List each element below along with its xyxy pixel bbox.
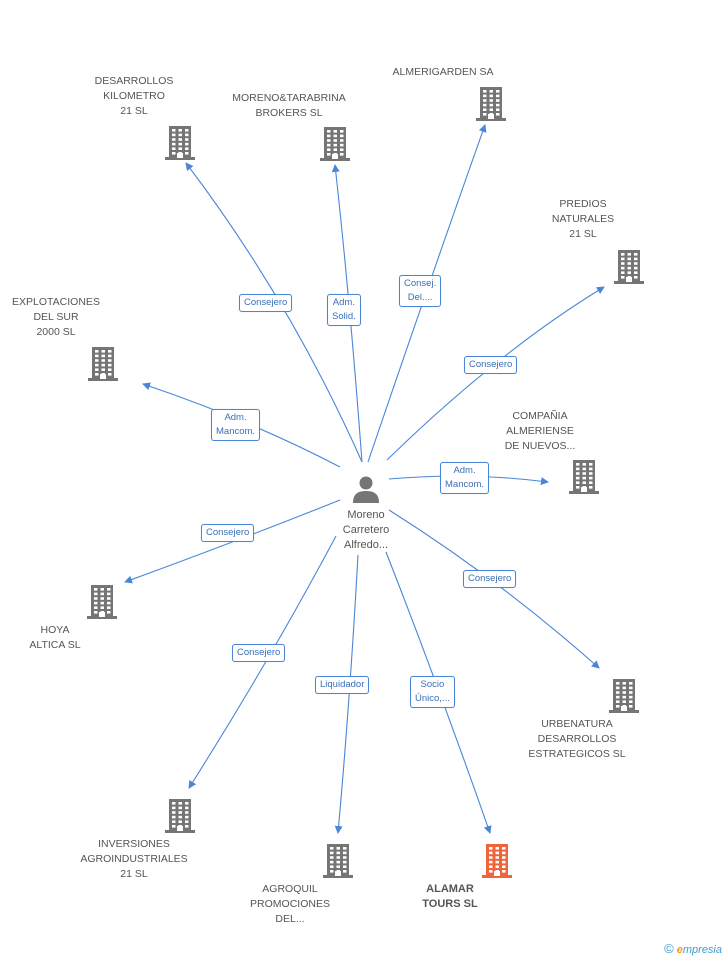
company-label-hoya-altica[interactable]: HOYA ALTICA SL xyxy=(29,624,81,651)
company-label-agroquil[interactable]: AGROQUIL PROMOCIONES DEL... xyxy=(250,883,330,925)
edge-inversiones-agroindustriales xyxy=(188,535,337,789)
empresia-brand: ©empresia xyxy=(664,941,722,956)
relation-label-hoya-altica[interactable]: Consejero xyxy=(201,524,255,542)
building-icon[interactable] xyxy=(87,584,117,625)
company-label-predios-naturales[interactable]: PREDIOS NATURALES 21 SL xyxy=(551,198,615,240)
copyright-icon: © xyxy=(664,941,674,956)
relation-label-desarrollos-kilometro[interactable]: Consejero xyxy=(239,294,293,312)
company-label-alamar-tours[interactable]: ALAMAR TOURS SL xyxy=(422,883,478,910)
brand-name: mpresia xyxy=(682,944,722,956)
brand-initial: e xyxy=(676,944,683,956)
company-label-inversiones-agroindustriales[interactable]: INVERSIONES AGROINDUSTRIALES 21 SL xyxy=(80,838,188,880)
company-label-almerigarden[interactable]: ALMERIGARDEN SA xyxy=(392,66,494,78)
building-icon[interactable] xyxy=(614,249,644,290)
company-label-urbenatura[interactable]: URBENATURA DESARROLLOS ESTRATEGICOS SL xyxy=(528,718,626,760)
edge-agroquil xyxy=(334,554,359,834)
relation-label-agroquil[interactable]: Liquidador xyxy=(315,676,370,694)
relation-label-alamar-tours[interactable]: Socio Único,... xyxy=(410,676,455,708)
building-icon[interactable] xyxy=(482,843,512,884)
building-icon[interactable] xyxy=(320,126,350,167)
company-label-moreno-tarabrina[interactable]: MORENO&TARABRINA BROKERS SL xyxy=(232,92,346,119)
building-icon[interactable] xyxy=(165,125,195,166)
building-icon[interactable] xyxy=(609,678,639,719)
building-icon[interactable] xyxy=(323,843,353,884)
building-icon[interactable] xyxy=(88,346,118,387)
relation-label-predios-naturales[interactable]: Consejero xyxy=(464,356,518,374)
relation-label-compania-almeriense[interactable]: Adm. Mancom. xyxy=(440,462,490,494)
person-icon[interactable] xyxy=(351,474,381,504)
company-label-desarrollos-kilometro[interactable]: DESARROLLOS KILOMETRO 21 SL xyxy=(94,75,174,117)
relation-label-explotaciones-del-sur[interactable]: Adm. Mancom. xyxy=(211,409,261,441)
relation-label-almerigarden[interactable]: Consej. Del.... xyxy=(399,275,442,307)
company-label-compania-almeriense[interactable]: COMPAÑIA ALMERIENSE DE NUEVOS... xyxy=(504,410,576,452)
company-label-explotaciones-del-sur[interactable]: EXPLOTACIONES DEL SUR 2000 SL xyxy=(12,296,100,338)
building-icon[interactable] xyxy=(165,798,195,839)
relation-label-urbenatura[interactable]: Consejero xyxy=(463,570,517,588)
building-icon[interactable] xyxy=(476,86,506,127)
person-name[interactable]: Moreno Carretero Alfredo... xyxy=(342,509,390,551)
relation-label-inversiones-agroindustriales[interactable]: Consejero xyxy=(232,644,286,662)
building-icon[interactable] xyxy=(569,459,599,500)
relation-label-moreno-tarabrina[interactable]: Adm. Solid. xyxy=(327,294,361,326)
